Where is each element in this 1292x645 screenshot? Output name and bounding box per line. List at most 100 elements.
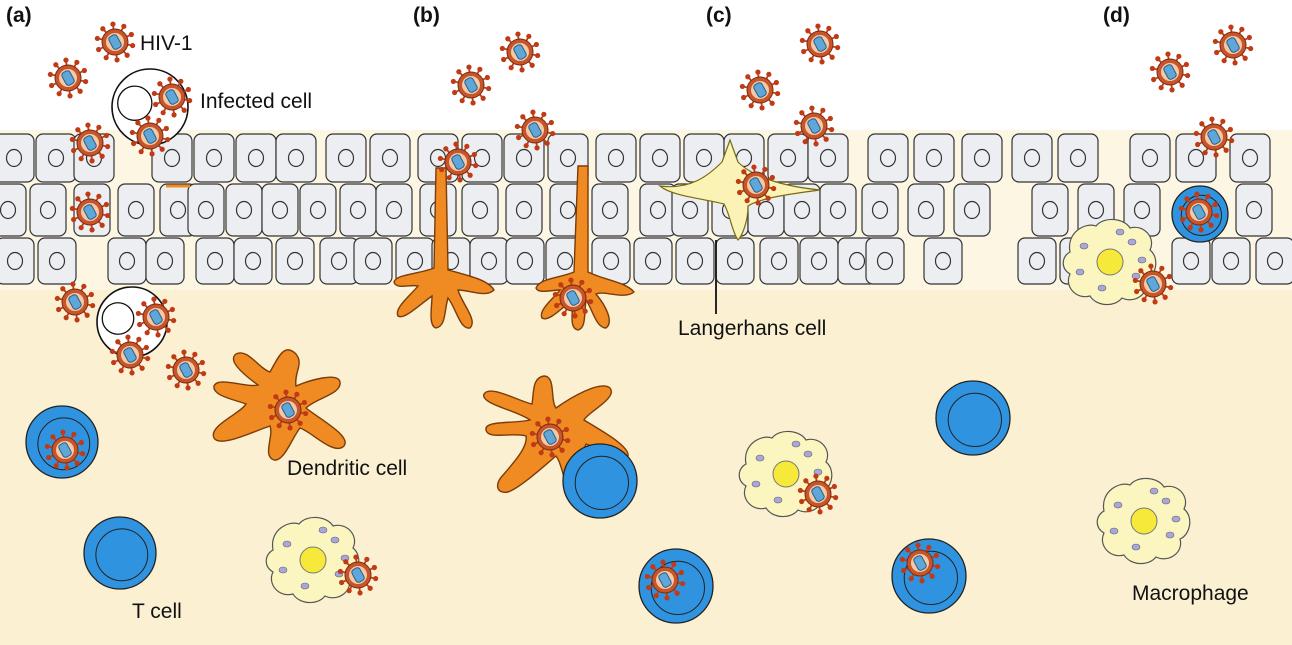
hiv-particle (735, 164, 777, 206)
hiv-particle (1178, 191, 1220, 233)
hiv-particle (1193, 116, 1235, 158)
epithelial-cell (907, 183, 945, 237)
epithelial-cell (819, 183, 857, 237)
epithelial-cell (0, 133, 35, 183)
hiv-particle (69, 191, 111, 233)
epithelial-cell (953, 183, 991, 237)
panel-label-b: (b) (413, 4, 440, 27)
hiv-particle (44, 429, 86, 471)
macrophage (1062, 218, 1157, 306)
epithelial-cell (595, 133, 637, 183)
epithelial-cell (369, 133, 411, 183)
dendritic-cell-label: Dendritic cell (287, 457, 408, 480)
epithelial-cell (0, 183, 27, 237)
epithelial-cell (591, 183, 629, 237)
epithelial-cell (235, 133, 277, 183)
epithelial-cell (29, 183, 67, 237)
t-cell-label: T cell (132, 600, 182, 623)
hiv-particle (1212, 24, 1254, 66)
epithelial-cell (145, 237, 185, 285)
epithelial-cell (867, 133, 909, 183)
epithelial-cell (961, 133, 1003, 183)
t-cell (935, 380, 1011, 456)
langerhans-cell-label: Langerhans cell (678, 317, 827, 340)
epithelial-cell (325, 133, 367, 183)
hiv-particle (799, 23, 841, 65)
epithelial-cell (339, 183, 377, 237)
epithelial-cell (275, 133, 317, 183)
epithelial-cell (35, 133, 77, 183)
epithelial-cell (1057, 133, 1099, 183)
epithelial-cell (639, 183, 677, 237)
epithelial-cell (767, 133, 809, 183)
t-cell (891, 538, 967, 614)
hiv-particle (644, 559, 686, 601)
epithelial-cell (1011, 133, 1053, 183)
t-cell (83, 516, 157, 590)
epithelial-cell (261, 183, 299, 237)
panel-label-d: (d) (1103, 4, 1130, 27)
infected-cell (96, 286, 168, 358)
hiv-label: HIV-1 (140, 32, 193, 55)
macrophage-label: Macrophage (1132, 582, 1249, 605)
epithelial-cell (461, 133, 503, 183)
epithelial-cell (0, 237, 35, 285)
panel-label-c: (c) (706, 4, 732, 27)
hiv-particle (337, 554, 379, 596)
epithelial-cell (639, 133, 681, 183)
epithelial-cell (299, 183, 337, 237)
hiv-particle (94, 21, 136, 63)
epithelial-cell (375, 183, 413, 237)
epithelial-cell (1235, 183, 1273, 237)
hiv-particle (739, 69, 781, 111)
epithelial-cell (505, 237, 545, 285)
epithelial-cell (861, 183, 899, 237)
epithelial-cell (319, 237, 359, 285)
hiv-particle (797, 473, 839, 515)
hiv-particle (129, 115, 171, 157)
epithelial-cell (1017, 237, 1057, 285)
hiv-particle (165, 349, 207, 391)
epithelial-cell (233, 237, 273, 285)
epithelial-cell (913, 133, 955, 183)
epithelial-cell (187, 183, 225, 237)
hiv-particle (267, 389, 309, 431)
epithelial-cell (193, 133, 235, 183)
epithelial-cell (591, 237, 631, 285)
hiv-particle (450, 64, 492, 106)
epithelial-cell (1031, 183, 1069, 237)
epithelial-cell (37, 237, 77, 285)
panel-label-a: (a) (6, 4, 32, 27)
epithelial-cell (865, 237, 905, 285)
epithelial-layer (0, 133, 1292, 285)
epithelial-cell (675, 237, 715, 285)
epithelial-cell (1255, 237, 1292, 285)
epithelial-cell (505, 183, 543, 237)
hiv-particle (1132, 263, 1174, 305)
hiv-particle (1149, 51, 1191, 93)
hiv-particle (69, 122, 111, 164)
intraepithelial-dendritic-cell (393, 167, 495, 329)
epithelial-cell (117, 183, 155, 237)
hiv-particle (552, 277, 594, 319)
epithelial-cell (1211, 237, 1251, 285)
hiv-particle (437, 141, 479, 183)
epithelial-cell (275, 237, 315, 285)
epithelial-cell (1129, 133, 1171, 183)
epithelial-cell (799, 237, 839, 285)
t-cell (562, 443, 638, 519)
epithelial-cell (353, 237, 393, 285)
epithelial-cell (195, 237, 235, 285)
infected-cell-label: Infected cell (200, 90, 313, 113)
macrophage (1096, 477, 1191, 565)
epithelial-cell (469, 237, 509, 285)
epithelial-cell (461, 183, 499, 237)
hiv-particle (151, 76, 193, 118)
intraepithelial-dendritic-cell (535, 165, 635, 331)
hiv-particle (793, 105, 835, 147)
hiv-particle (499, 31, 541, 73)
hiv-particles (44, 21, 1254, 601)
epithelial-cell (759, 237, 799, 285)
epithelial-cell (1171, 237, 1211, 285)
